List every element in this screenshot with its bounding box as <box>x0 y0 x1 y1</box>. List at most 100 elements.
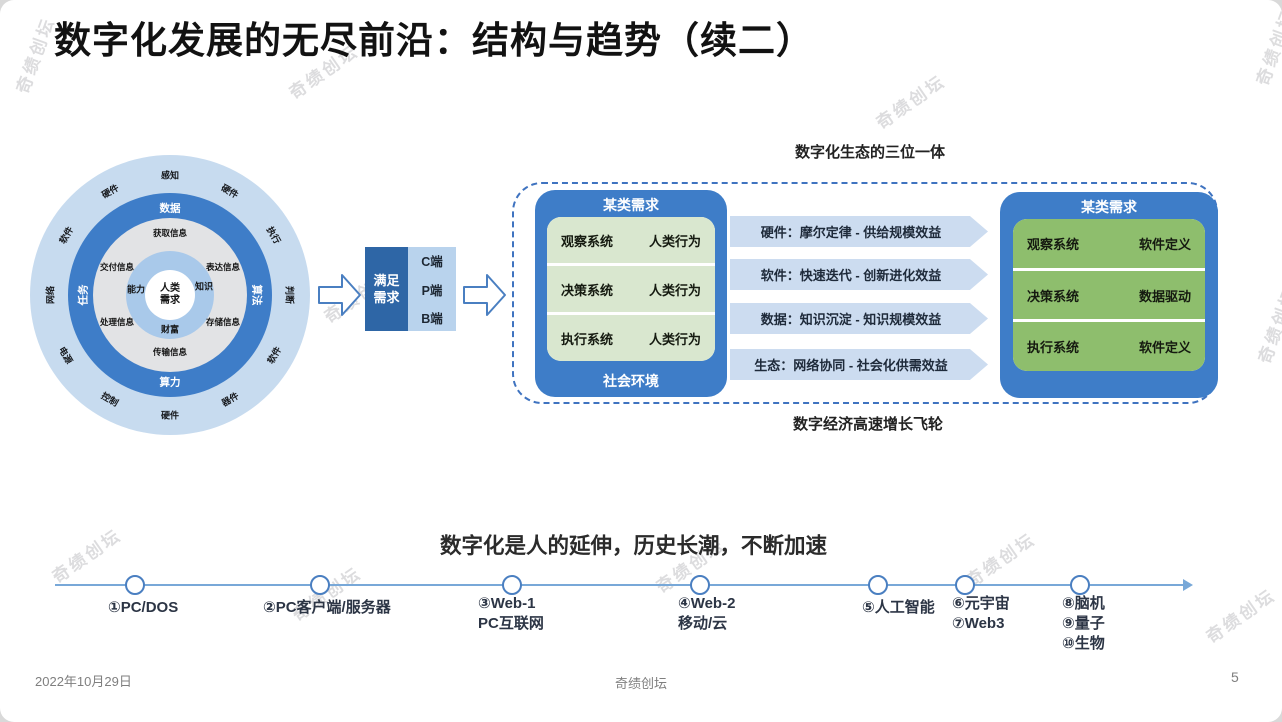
right-demand-box: 某类需求 观察系统 软件定义 决策系统 数据驱动 执行系统 软件定义 <box>1000 192 1218 398</box>
row-system-label: 观察系统 <box>561 233 614 249</box>
trinity-top-caption: 数字化生态的三位一体 <box>794 144 945 161</box>
table-row: 执行系统 软件定义 <box>1013 322 1205 371</box>
right-box-header: 某类需求 <box>1081 199 1137 215</box>
row-system-label: 执行系统 <box>561 331 614 347</box>
gray-ring-label: 交付信息 <box>99 262 135 272</box>
outer-ring-label: 判断 <box>284 285 295 305</box>
circle-center-label: 人类 需求 <box>160 283 180 307</box>
row-system-label: 观察系统 <box>1027 236 1080 252</box>
row-driver-label: 软件定义 <box>1138 236 1191 252</box>
gray-ring-label: 表达信息 <box>205 262 241 272</box>
flow-arrow-icon <box>463 274 506 316</box>
row-driver-label: 人类行为 <box>648 331 701 347</box>
outer-ring-label: 硬件 <box>160 410 180 421</box>
footer-page-number: 5 <box>1231 669 1239 685</box>
milestone-line: ⑦Web3 <box>952 615 1005 632</box>
channel-b: B端 <box>421 312 443 326</box>
timeline-axis <box>55 584 1183 586</box>
effect-arrow-software: 软件：快速迭代 - 创新进化效益 <box>730 259 988 290</box>
timeline-milestone: ⑤人工智能 <box>862 598 935 618</box>
gray-ring-label: 存储信息 <box>205 317 241 327</box>
timeline-node <box>125 575 145 595</box>
timeline-milestone: ①PC/DOS <box>108 598 178 618</box>
table-row: 观察系统 人类行为 <box>547 217 715 263</box>
timeline-milestone: ②PC客户端/服务器 <box>263 598 391 618</box>
channel-box: C端 P端 B端 <box>408 247 456 331</box>
footer-date: 2022年10月29日 <box>35 674 132 689</box>
watermark: 奇绩创坛 <box>13 14 59 97</box>
row-system-label: 决策系统 <box>1027 288 1080 304</box>
timeline-node <box>1070 575 1090 595</box>
milestone-line: ⑧脑机 <box>1062 595 1105 612</box>
channel-p: P端 <box>421 283 443 298</box>
watermark: 奇绩创坛 <box>1202 585 1280 647</box>
row-system-label: 决策系统 <box>561 282 614 298</box>
right-box-rows: 观察系统 软件定义 决策系统 数据驱动 执行系统 软件定义 <box>1013 219 1205 371</box>
left-demand-box: 某类需求 观察系统 人类行为 决策系统 人类行为 执行系统 人类行为 社会环境 <box>535 190 727 397</box>
needs-circle-diagram: 感知 硬件 执行 判断 软件 器件 硬件 控制 电源 网络 软件 硬件 数据 算… <box>30 155 310 435</box>
dark-ring-label-left: 任务 <box>77 284 90 306</box>
timeline-milestone: ⑧脑机 ⑨量子 ⑩生物 <box>1062 594 1105 654</box>
milestone-line: ①PC/DOS <box>108 599 179 616</box>
satisfy-demand-box: 满足 需求 <box>365 247 408 331</box>
inner-ring-label: 能力 <box>126 284 146 295</box>
outer-ring-label: 网络 <box>45 285 56 305</box>
gray-ring-label: 获取信息 <box>152 228 188 238</box>
milestone-line: 移动/云 <box>678 615 728 632</box>
circle-center-line2: 需求 <box>160 295 180 306</box>
left-box-header: 某类需求 <box>603 197 659 213</box>
inner-ring-label: 知识 <box>194 281 214 292</box>
timeline-node <box>502 575 522 595</box>
page-title: 数字化发展的无尽前沿：结构与趋势（续二） <box>54 20 814 61</box>
circle-center-line1: 人类 <box>160 283 180 294</box>
demand-line1: 满足 <box>373 273 400 288</box>
timeline-milestone: ⑥元宇宙 ⑦Web3 <box>952 594 1010 634</box>
flow-arrow-icon <box>318 274 361 316</box>
watermark: 奇绩创坛 <box>1255 284 1282 367</box>
milestone-line: ⑤人工智能 <box>862 599 935 616</box>
milestone-line: ④Web-2 <box>678 595 736 612</box>
table-row: 执行系统 人类行为 <box>547 315 715 361</box>
inner-ring-label: 财富 <box>160 324 180 335</box>
milestone-line: ③Web-1 <box>478 595 536 612</box>
timeline-milestone: ④Web-2 移动/云 <box>678 594 735 634</box>
table-row: 观察系统 软件定义 <box>1013 219 1205 268</box>
timeline-heading: 数字化是人的延伸，历史长潮，不断加速 <box>440 534 828 558</box>
watermark: 奇绩创坛 <box>48 525 126 587</box>
milestone-line: ②PC客户端/服务器 <box>263 599 391 616</box>
effect-arrow-data: 数据：知识沉淀 - 知识规模效益 <box>730 303 988 334</box>
milestone-line: PC互联网 <box>478 615 544 632</box>
timeline-node <box>690 575 710 595</box>
timeline-node <box>955 575 975 595</box>
row-driver-label: 人类行为 <box>648 282 701 298</box>
dark-ring-label-top: 数据 <box>159 202 181 215</box>
watermark: 奇绩创坛 <box>872 71 950 133</box>
left-box-rows: 观察系统 人类行为 决策系统 人类行为 执行系统 人类行为 <box>547 217 715 361</box>
milestone-line: ⑩生物 <box>1062 635 1105 652</box>
demand-line2: 需求 <box>373 290 400 305</box>
milestone-line: ⑨量子 <box>1062 615 1105 632</box>
channel-c: C端 <box>421 255 443 269</box>
row-driver-label: 软件定义 <box>1138 340 1191 356</box>
effect-arrow-ecosystem: 生态：网络协同 - 社会化供需效益 <box>730 349 988 380</box>
dark-ring-label-right: 算法 <box>250 284 263 306</box>
left-box-footer: 社会环境 <box>603 373 659 389</box>
effect-arrow-hardware: 硬件：摩尔定律 - 供给规模效益 <box>730 216 988 247</box>
milestone-line: ⑥元宇宙 <box>952 595 1010 612</box>
dark-ring-label-bottom: 算力 <box>159 376 181 389</box>
timeline-node <box>310 575 330 595</box>
circle-center <box>145 270 195 320</box>
timeline-node <box>868 575 888 595</box>
gray-ring-label: 处理信息 <box>99 317 135 327</box>
table-row: 决策系统 数据驱动 <box>1013 270 1205 320</box>
watermark: 奇绩创坛 <box>1253 6 1282 89</box>
timeline-milestone: ③Web-1 PC互联网 <box>478 594 544 634</box>
timeline-arrowhead-icon <box>1183 579 1193 591</box>
outer-ring-label: 感知 <box>160 170 180 181</box>
gray-ring-label: 传输信息 <box>152 347 188 357</box>
table-row: 决策系统 人类行为 <box>547 266 715 312</box>
row-driver-label: 数据驱动 <box>1138 288 1191 304</box>
row-system-label: 执行系统 <box>1027 340 1080 356</box>
footer-org: 奇绩创坛 <box>614 676 667 691</box>
